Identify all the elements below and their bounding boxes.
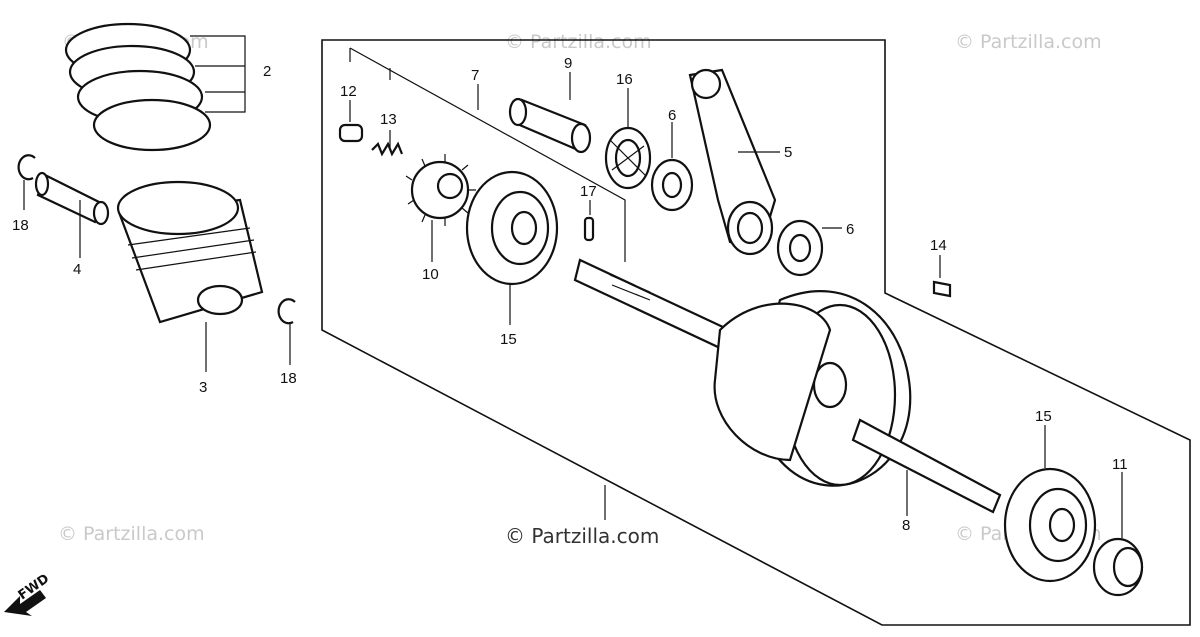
callout-10: 10: [422, 266, 439, 283]
leader-lines: [23, 72, 1123, 538]
callout-6: 6: [668, 107, 676, 124]
needle-bearing-icon: [604, 126, 652, 190]
watermark-center: © Partzilla.com: [505, 524, 659, 548]
callout-16: 16: [616, 71, 633, 88]
callout-14: 14: [930, 237, 947, 254]
forward-arrow-icon: FWD: [4, 571, 52, 616]
callout-15: 15: [500, 331, 517, 348]
callout-4: 4: [73, 261, 81, 278]
spring-icon: [371, 141, 404, 157]
callout-8: 8: [902, 517, 910, 534]
crank-pin-icon: [508, 97, 592, 154]
callout-17: 17: [580, 183, 597, 200]
pin-icon: [583, 216, 595, 242]
nut-icon: [1092, 537, 1144, 597]
callout-9: 9: [564, 55, 572, 72]
callout-18: 18: [12, 217, 29, 234]
connecting-rod-icon: [688, 68, 777, 256]
callout-6: 6: [846, 221, 854, 238]
circlip-icon: [17, 154, 296, 325]
callout-13: 13: [380, 111, 397, 128]
watermark: © Partzilla.com: [505, 31, 652, 53]
piston-ring-set-icon: [64, 22, 246, 152]
callout-7: 7: [471, 67, 479, 84]
callout-12: 12: [340, 83, 357, 100]
callout-3: 3: [199, 379, 207, 396]
gear-icon: [405, 154, 476, 226]
callout-15: 15: [1035, 408, 1052, 425]
crankshaft-icon: [573, 258, 1002, 514]
woodruff-key-icon: [932, 280, 952, 298]
assembly-boundary: [321, 39, 1191, 626]
callout-5: 5: [784, 144, 792, 161]
watermark: © Partzilla.com: [955, 31, 1102, 53]
callout-11: 11: [1112, 456, 1128, 473]
ball-bearing-icon: [1003, 467, 1097, 583]
callouts: 2 3 4 5 6 6 7 8 9 10 11 12 13 14 15 15 1…: [12, 55, 1128, 534]
piston-pin-icon: [34, 171, 110, 226]
piston-icon: [116, 180, 264, 324]
callout-2: 2: [263, 63, 271, 80]
ball-bearing-icon: [465, 170, 559, 286]
plunger-icon: [338, 123, 364, 143]
thrust-washer-icon: [650, 158, 824, 277]
callout-18: 18: [280, 370, 297, 387]
watermark: © Partzilla.com: [58, 523, 205, 545]
